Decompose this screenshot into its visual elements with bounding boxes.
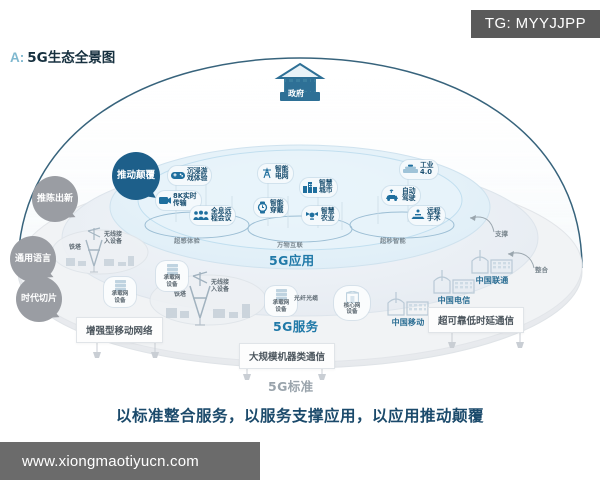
tagline: 以标准整合服务，以服务支撑应用，以应用推动颠覆 xyxy=(115,407,484,425)
access-device-label-center: 无线接 入设备 xyxy=(211,279,230,293)
app-group-label-iot: 万物互联 xyxy=(277,242,303,249)
app-label: 工业 4.0 xyxy=(420,161,434,177)
service-node-core[interactable]: 核心网 设备 xyxy=(334,286,370,320)
layer-label-service: 5G服务 xyxy=(273,319,319,334)
app-label: 沉浸游 戏体验 xyxy=(187,167,208,183)
server-icon xyxy=(275,289,287,301)
app-holographic-meeting[interactable]: 全息远 程会议 xyxy=(190,206,236,225)
app-smart-agriculture[interactable]: 智慧 农业 xyxy=(302,206,339,225)
app-remote-surgery[interactable]: 远程 手术 xyxy=(408,206,445,225)
car-icon xyxy=(386,189,398,201)
app-immersive-gaming[interactable]: 沉浸游 戏体验 xyxy=(168,166,212,185)
tower-cluster-center xyxy=(166,271,250,326)
app-smart-grid[interactable]: 智能 电网 xyxy=(258,164,293,183)
app-label: 智慧 城市 xyxy=(319,179,333,195)
app-label: 8K实时 传输 xyxy=(173,192,197,208)
operator-china-mobile[interactable]: 中国移动 xyxy=(386,290,430,328)
app-label: 智慧 农业 xyxy=(321,207,335,223)
service-node-bearer-1[interactable]: 承载网 设备 xyxy=(104,277,136,307)
bubble-innovation[interactable]: 推陈出新 xyxy=(32,176,78,222)
server-icon xyxy=(166,264,178,276)
app-group-label-sensory: 超感体验 xyxy=(174,238,200,245)
factory-icon xyxy=(403,164,418,174)
layer-label-standard: 5G标准 xyxy=(268,379,314,394)
bubble-drive-disruption[interactable]: 推动颠覆 xyxy=(112,152,160,200)
operator-label: 中国电信 xyxy=(437,296,471,305)
tg-badge: TG: MYYJJPP xyxy=(470,10,600,38)
app-label: 全息远 程会议 xyxy=(211,207,232,223)
bubble-era-slice[interactable]: 时代切片 xyxy=(16,276,62,322)
operator-china-unicom[interactable]: 中国联通 xyxy=(470,248,514,286)
app-smart-wearable[interactable]: 智能 穿戴 xyxy=(254,198,288,217)
operator-building-icon xyxy=(387,292,429,316)
government-building-icon xyxy=(274,62,326,101)
connector-label-support: 支撑 xyxy=(495,230,508,238)
drone-icon xyxy=(306,212,318,221)
service-node-label: 承载网 设备 xyxy=(111,291,129,304)
app-industry-40[interactable]: 工业 4.0 xyxy=(400,160,438,179)
standard-box-mmtc[interactable]: 大规模机器类通信 xyxy=(239,343,336,369)
surgery-icon xyxy=(411,209,425,220)
service-node-bearer-3[interactable]: 承载网 设备 xyxy=(265,286,297,316)
people-icon xyxy=(193,210,209,220)
service-node-label: 承载网 设备 xyxy=(272,300,290,313)
app-label: 远程 手术 xyxy=(427,207,441,223)
bubble-common-language[interactable]: 通用语言 xyxy=(10,236,56,282)
service-node-label: 承载网 设备 xyxy=(163,275,181,288)
page-title: A:5G生态全景图 xyxy=(10,46,115,66)
tower-cluster-left xyxy=(66,227,134,273)
operator-building-icon xyxy=(471,250,513,274)
standard-box-urllc[interactable]: 超可靠低时延通信 xyxy=(428,307,525,333)
app-group-label-intelligence: 超秒智能 xyxy=(380,238,406,245)
app-label: 智能 穿戴 xyxy=(270,199,284,215)
watermark-url: www.xiongmaotiyucn.com xyxy=(0,442,260,480)
operator-label: 中国联通 xyxy=(475,276,509,285)
page-title-text: 5G生态全景图 xyxy=(27,50,116,66)
access-device-label-left: 无线接 入设备 xyxy=(104,231,123,245)
server-icon xyxy=(114,280,126,292)
tower-label-left: 铁塔 xyxy=(69,244,82,251)
watch-icon xyxy=(257,201,268,214)
tower-label-center: 铁塔 xyxy=(174,291,187,298)
app-smart-city[interactable]: 智慧 城市 xyxy=(300,178,337,197)
service-node-bearer-2[interactable]: 承载网 设备 xyxy=(156,261,188,291)
app-autonomous-driving[interactable]: 自动 驾驶 xyxy=(382,186,420,205)
government-node-label: 政府 xyxy=(288,89,304,98)
power-tower-icon xyxy=(263,167,271,179)
page-title-prefix: A: xyxy=(10,50,25,65)
standard-box-embb[interactable]: 增强型移动网络 xyxy=(76,317,163,343)
service-fiber-label: 光纤光缆 xyxy=(294,296,319,302)
app-label: 智能 电网 xyxy=(275,165,289,181)
connector-label-integrate: 整合 xyxy=(535,266,548,274)
app-label: 自动 驾驶 xyxy=(402,187,416,203)
gamepad-icon xyxy=(171,171,185,179)
operator-label: 中国移动 xyxy=(391,318,425,327)
operator-building-icon xyxy=(433,270,475,294)
service-node-label: 核心网 设备 xyxy=(343,302,361,315)
operator-china-telecom[interactable]: 中国电信 xyxy=(432,268,476,306)
camera-icon xyxy=(159,196,171,204)
app-8k-realtime[interactable]: 8K实时 传输 xyxy=(156,191,201,210)
city-icon xyxy=(303,182,317,194)
datacenter-icon xyxy=(345,290,359,303)
layer-label-application: 5G应用 xyxy=(269,253,315,268)
